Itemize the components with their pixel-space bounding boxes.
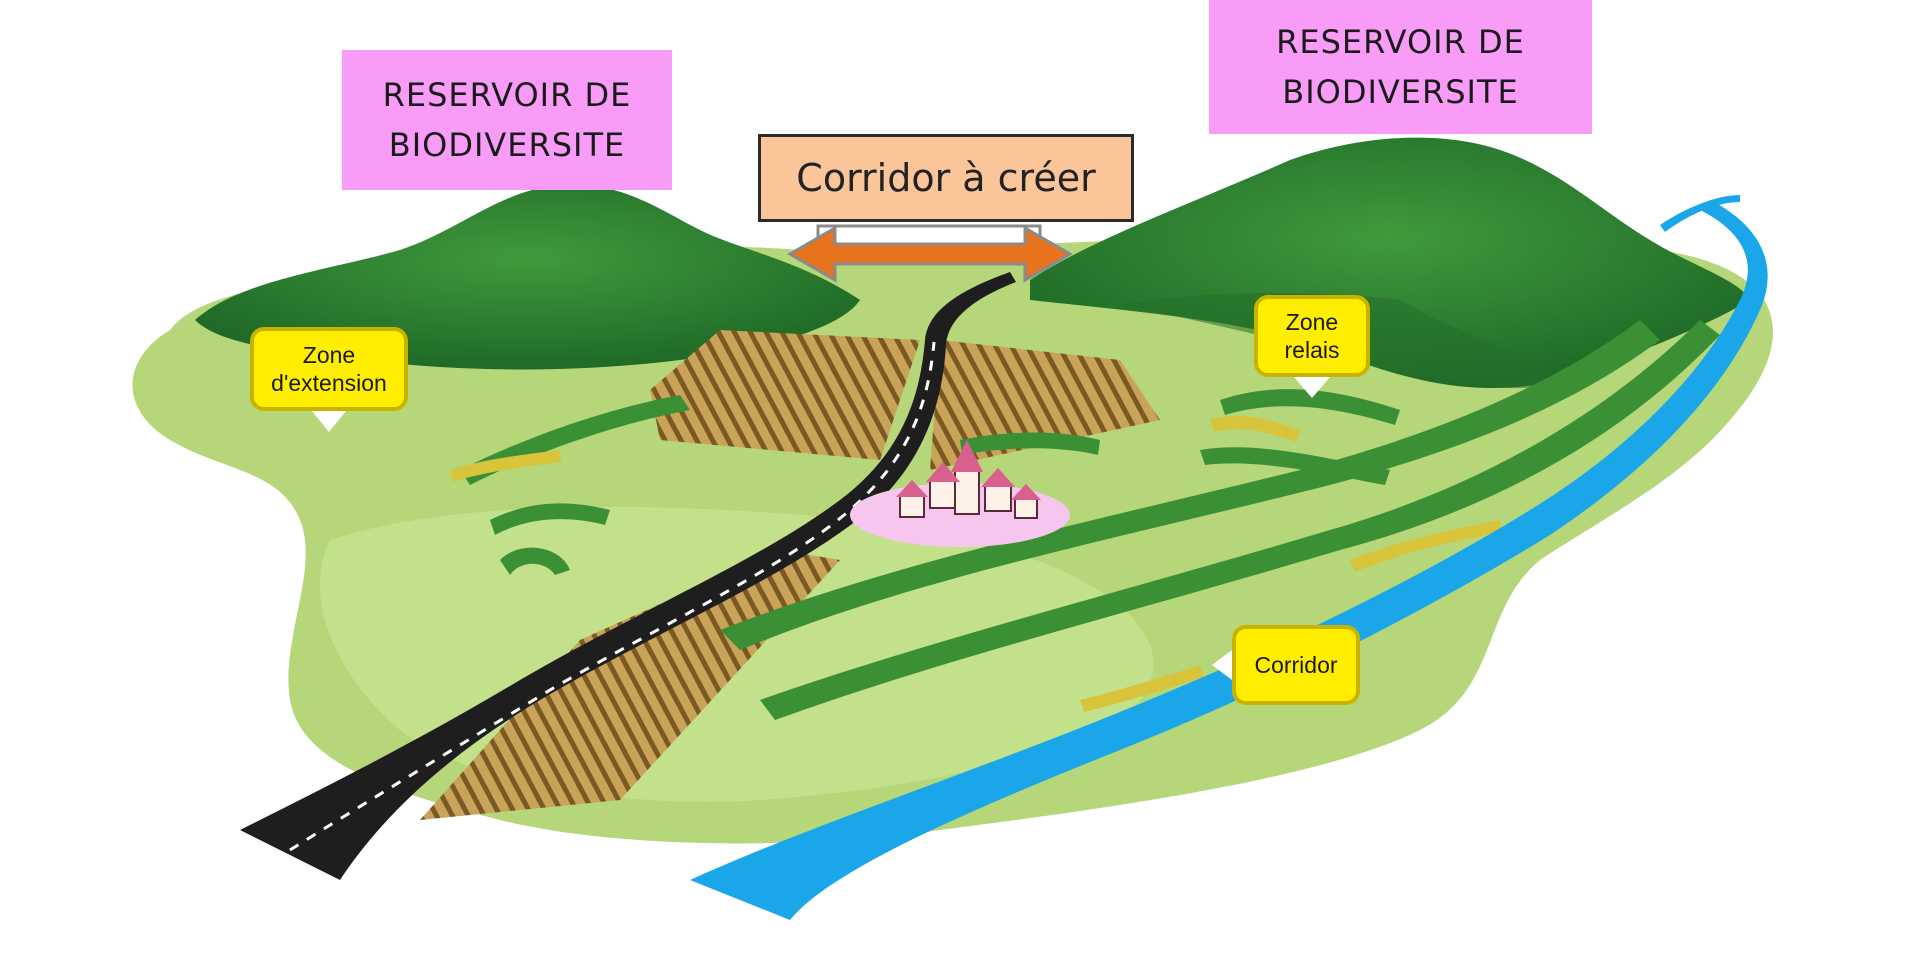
reservoir-label-left: RESERVOIR DE BIODIVERSITE [342, 50, 672, 190]
zone-extension-line1: Zone [302, 342, 356, 368]
zone-corridor-pointer [1212, 650, 1232, 680]
zone-relais-line2: relais [1284, 337, 1340, 363]
reservoir-left-line2: BIODIVERSITE [388, 126, 626, 164]
zone-relais-label: Zone relais [1254, 295, 1370, 377]
field-upper-left [650, 330, 920, 460]
reservoir-right-line1: RESERVOIR DE [1276, 23, 1525, 61]
reservoir-label-right: RESERVOIR DE BIODIVERSITE [1209, 0, 1592, 134]
zone-corridor-label: Corridor [1232, 625, 1360, 705]
zone-extension-pointer [312, 411, 346, 432]
road [240, 272, 1016, 880]
zone-extension-line2: d'extension [271, 370, 387, 396]
reservoir-right-line2: BIODIVERSITE [1282, 73, 1519, 111]
village [850, 440, 1070, 547]
forest-right [1030, 137, 1750, 389]
forest-left [195, 184, 860, 370]
river [690, 200, 1768, 920]
bushes-yellow [450, 415, 1502, 712]
corridor-arrow [787, 224, 1073, 283]
corridor-to-create-label: Corridor à créer [758, 134, 1134, 222]
zone-relais-line1: Zone [1285, 309, 1339, 335]
field-lower [420, 550, 840, 820]
zone-extension-label: Zone d'extension [250, 327, 408, 411]
zone-relais-pointer [1294, 377, 1330, 398]
reservoir-left-line1: RESERVOIR DE [382, 76, 632, 114]
